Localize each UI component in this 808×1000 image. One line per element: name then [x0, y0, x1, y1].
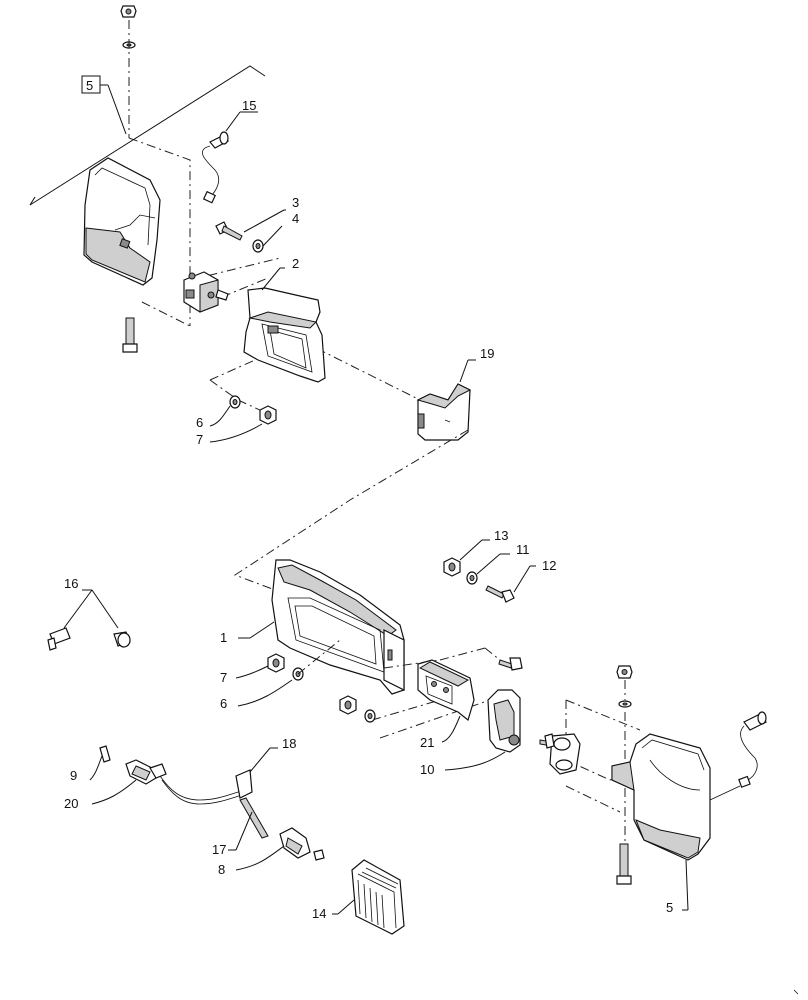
svg-text:9: 9 [70, 768, 77, 783]
bolt-3: 3 [215, 195, 299, 241]
svg-text:7: 7 [220, 670, 227, 685]
svg-text:14: 14 [312, 906, 326, 921]
svg-text:19: 19 [480, 346, 494, 361]
top-nut [120, 5, 137, 49]
upper-lamp-housing [83, 157, 161, 286]
svg-text:13: 13 [494, 528, 508, 543]
svg-text:8: 8 [218, 862, 225, 877]
lower-lamp-bolt [616, 843, 632, 885]
svg-text:2: 2 [292, 256, 299, 271]
bolts-16: 16 [47, 576, 131, 651]
svg-text:5: 5 [666, 900, 673, 915]
svg-text:1: 1 [220, 630, 227, 645]
washer-4: 4 [252, 211, 299, 253]
lower-lamp-harness [709, 711, 767, 801]
bracket-18: 18 [235, 736, 296, 799]
upper-bracket [183, 271, 229, 313]
corner-mark [793, 989, 799, 995]
svg-text:10: 10 [420, 762, 434, 777]
sleeve-17: 17 [212, 797, 269, 857]
washer-11: 11 [466, 542, 530, 585]
bolt-12: 12 [485, 558, 556, 603]
nut-lower-lamp [616, 665, 633, 708]
hinge-bracket [539, 733, 581, 775]
clamp-10: 10 [420, 689, 521, 777]
svg-text:11: 11 [516, 542, 530, 557]
pin-9: 9 [70, 745, 111, 783]
harness-15: 15 [201, 98, 258, 204]
harness-cable [159, 775, 247, 805]
nut-washer-clamp [339, 695, 376, 723]
svg-text:20: 20 [64, 796, 78, 811]
cover-to-housing-guide [233, 429, 469, 591]
svg-text:6: 6 [196, 415, 203, 430]
pack-14: 14 [312, 859, 405, 935]
svg-text:21: 21 [420, 735, 434, 750]
svg-text:5: 5 [86, 78, 93, 93]
nut-7-lower: 7 [220, 653, 285, 685]
svg-text:3: 3 [292, 195, 299, 210]
bolt-lower-bracket [498, 657, 523, 671]
plate-21: 21 [417, 659, 475, 750]
svg-text:4: 4 [292, 211, 299, 226]
mirror-bracket-1: 1 [220, 559, 405, 695]
svg-text:17: 17 [212, 842, 226, 857]
svg-text:16: 16 [64, 576, 78, 591]
connector-8: 8 [218, 827, 325, 877]
washer-6-upper: 6 [196, 395, 241, 430]
svg-text:12: 12 [542, 558, 556, 573]
upper-lamp-bolt [122, 317, 138, 353]
nut-13: 13 [443, 528, 508, 577]
washer-6-lower: 6 [220, 667, 304, 711]
connector-20: 20 [64, 759, 167, 811]
cover-19: 19 [416, 346, 494, 441]
mirror-bracket-2: 2 [243, 256, 326, 383]
svg-text:18: 18 [282, 736, 296, 751]
callout-5-box: 5 [81, 75, 127, 135]
svg-text:6: 6 [220, 696, 227, 711]
mount-guides-lower [297, 639, 641, 860]
svg-text:15: 15 [242, 98, 256, 113]
cab-outline-ref [29, 65, 266, 206]
lower-lamp-housing: 5 [611, 733, 711, 915]
mount-guides-upper [128, 137, 421, 418]
svg-text:7: 7 [196, 432, 203, 447]
nut-7-upper: 7 [196, 405, 277, 447]
